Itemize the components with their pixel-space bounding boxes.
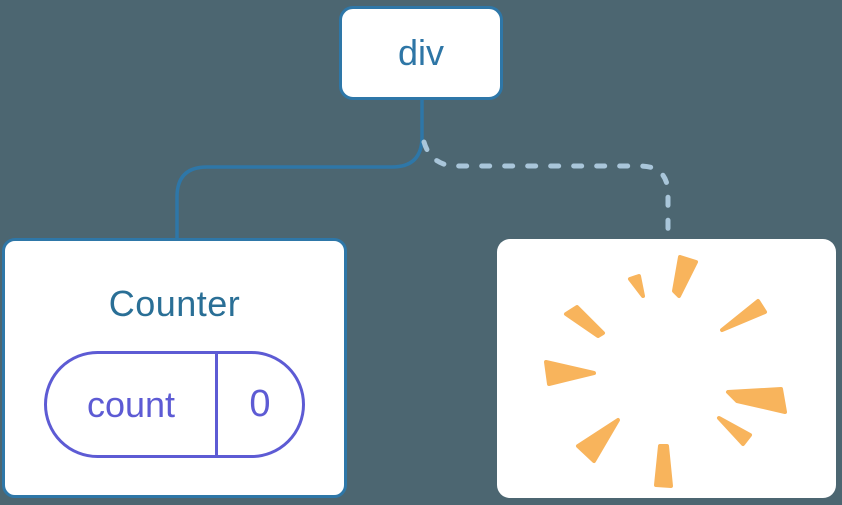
root-div-label: div (397, 32, 445, 73)
counter-title: Counter (108, 283, 241, 324)
state-value: 0 (249, 383, 271, 425)
poof-ray (544, 360, 596, 386)
removed-component-card (497, 239, 836, 498)
poof-ray (672, 255, 698, 298)
poof-ray (720, 299, 767, 332)
state-pill: count 0 (44, 351, 305, 458)
poof-ray (654, 444, 673, 488)
poof-ray (576, 418, 620, 463)
poof-ray (726, 387, 787, 414)
counter-component-card: Counter count 0 (2, 238, 347, 498)
edge-solid-to-counter (175, 100, 424, 239)
poof-ray (628, 274, 645, 298)
root-div-node: div (339, 6, 503, 100)
poof-ray (564, 305, 605, 338)
state-key-label: count (47, 354, 218, 455)
poof-ray (717, 416, 752, 446)
poof-explosion-icon (544, 255, 787, 488)
edge-dashed-to-removed (421, 139, 671, 242)
